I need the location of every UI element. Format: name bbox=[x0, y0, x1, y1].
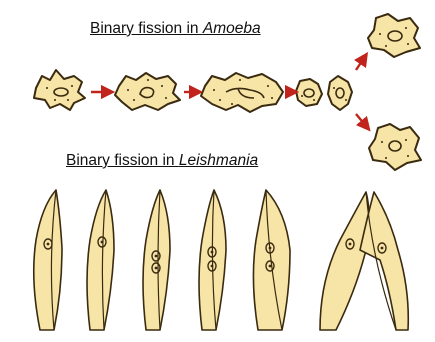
amoeba-daughter-top bbox=[368, 14, 420, 57]
leishmania-stage-1 bbox=[34, 190, 62, 330]
amoeba-stage-2 bbox=[115, 73, 180, 110]
arrow-down bbox=[356, 114, 366, 126]
leishmania-stage-2 bbox=[87, 190, 114, 330]
leishmania-stage-3 bbox=[143, 190, 170, 330]
amoeba-daughter-bottom bbox=[369, 124, 421, 170]
amoeba-stage-4a bbox=[296, 79, 322, 106]
leishmania-stage-6a bbox=[320, 192, 369, 330]
leishmania-stage-5 bbox=[253, 190, 290, 330]
arrow-up bbox=[356, 58, 364, 70]
amoeba-stage-4b bbox=[328, 76, 352, 110]
amoeba-stage-3 bbox=[201, 73, 283, 112]
amoeba-stage-1 bbox=[34, 70, 85, 110]
